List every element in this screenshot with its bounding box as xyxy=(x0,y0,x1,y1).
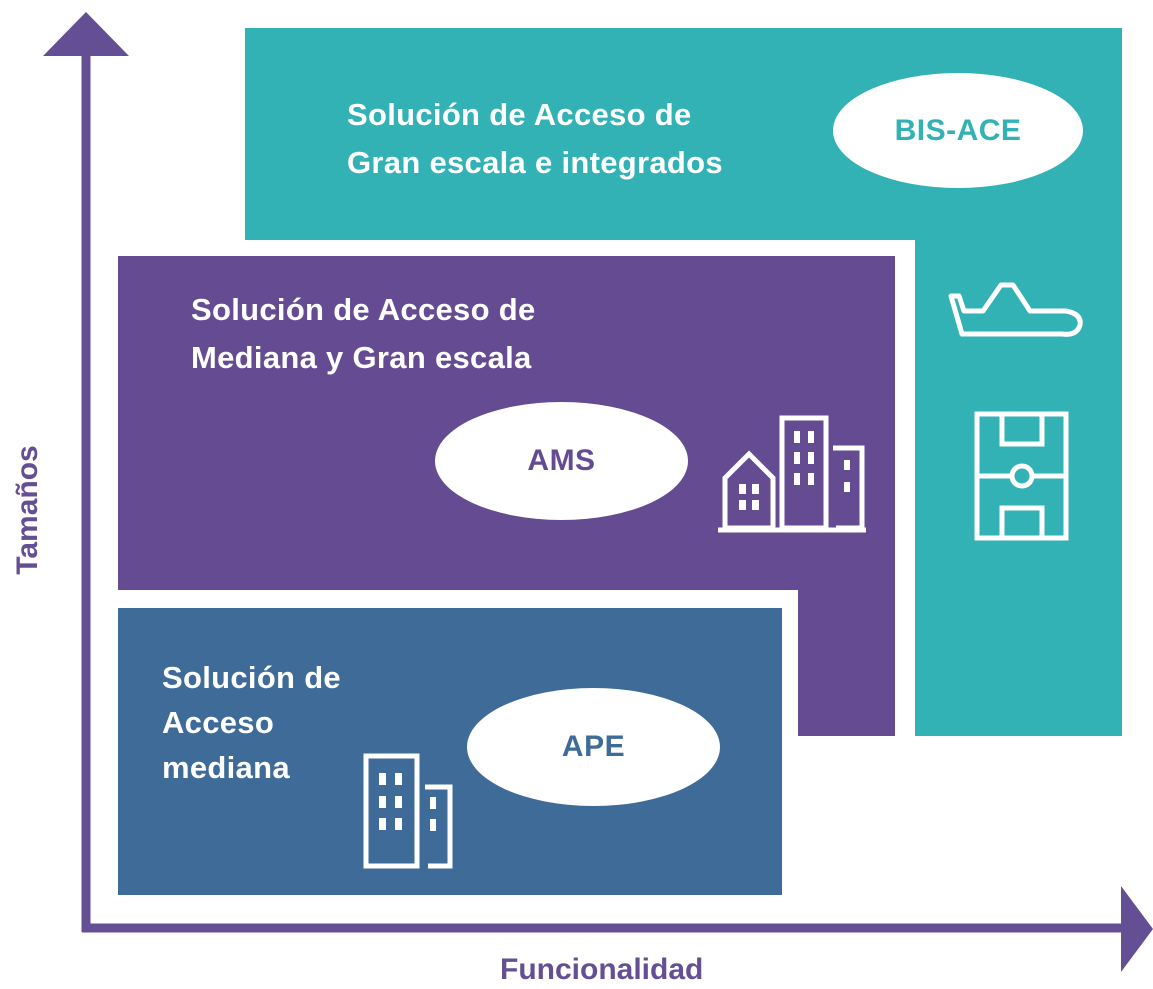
y-axis-arrowhead xyxy=(43,12,129,56)
bis-ace-badge: BIS-ACE xyxy=(833,73,1083,188)
medium-tier-title: Solución de Acceso mediana xyxy=(162,655,341,790)
large-tier-block xyxy=(245,28,1122,736)
medium-large-tier-title-line2: Mediana y Gran escala xyxy=(191,340,532,375)
ams-badge: AMS xyxy=(435,402,688,520)
large-tier-title-line1: Solución de Acceso de xyxy=(347,97,692,132)
y-axis xyxy=(43,12,129,932)
ams-label: AMS xyxy=(527,444,596,477)
y-axis-label-text: Tamaños xyxy=(11,445,44,575)
x-axis-arrowhead xyxy=(1121,886,1153,972)
large-tier-title: Solución de Acceso de Gran escala e inte… xyxy=(347,91,723,187)
medium-large-tier-title: Solución de Acceso de Mediana y Gran esc… xyxy=(191,286,536,382)
x-axis-label: Funcionalidad xyxy=(500,953,703,987)
buildings-windows xyxy=(739,431,850,510)
bis-ace-label: BIS-ACE xyxy=(894,113,1022,147)
medium-large-tier-title-line1: Solución de Acceso de xyxy=(191,292,536,327)
x-axis xyxy=(82,886,1153,972)
medium-tier-title-line3: mediana xyxy=(162,750,290,785)
large-tier-title-line2: Gran escala e integrados xyxy=(347,145,723,180)
office-building-windows xyxy=(379,773,436,831)
airplane-icon xyxy=(948,282,1083,337)
ape-label: APE xyxy=(561,730,626,763)
x-axis-label-text: Funcionalidad xyxy=(500,953,704,986)
soccer-field-icon xyxy=(974,411,1069,541)
buildings-icon xyxy=(718,415,866,533)
ape-badge: APE xyxy=(467,688,720,806)
medium-tier-title-line2: Acceso xyxy=(162,705,275,740)
y-axis-label: Tamaños xyxy=(11,445,45,574)
office-building-icon xyxy=(363,753,453,869)
medium-tier-title-line1: Solución de xyxy=(162,660,341,695)
